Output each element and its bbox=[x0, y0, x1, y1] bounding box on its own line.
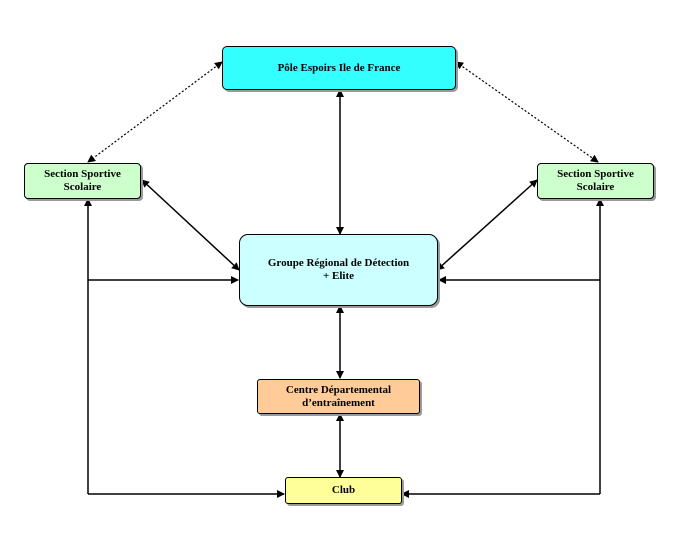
link-section-right-groupe bbox=[436, 179, 538, 271]
dotted-link-pole-right bbox=[455, 61, 599, 163]
dotted-link-pole-left bbox=[87, 61, 223, 163]
node-groupe-regional: Groupe Régional de Détection + Elite bbox=[239, 234, 438, 306]
link-section-left-groupe bbox=[141, 179, 240, 271]
node-club: Club bbox=[285, 477, 402, 504]
node-pole-espoirs-label: Pôle Espoirs Ile de France bbox=[277, 61, 401, 74]
node-section-sportive-left: Section Sportive Scolaire bbox=[24, 163, 141, 199]
node-club-label: Club bbox=[331, 484, 356, 496]
node-section-sportive-right: Section Sportive Scolaire bbox=[537, 163, 654, 199]
node-section-sportive-left-label: Section Sportive Scolaire bbox=[44, 168, 121, 193]
node-pole-espoirs: Pôle Espoirs Ile de France bbox=[222, 46, 456, 90]
node-centre-departemental: Centre Départemental d’entraînement bbox=[257, 379, 420, 414]
node-groupe-regional-label: Groupe Régional de Détection + Elite bbox=[267, 257, 410, 282]
node-section-sportive-right-label: Section Sportive Scolaire bbox=[557, 168, 634, 193]
node-centre-departemental-label: Centre Départemental d’entraînement bbox=[285, 383, 392, 409]
